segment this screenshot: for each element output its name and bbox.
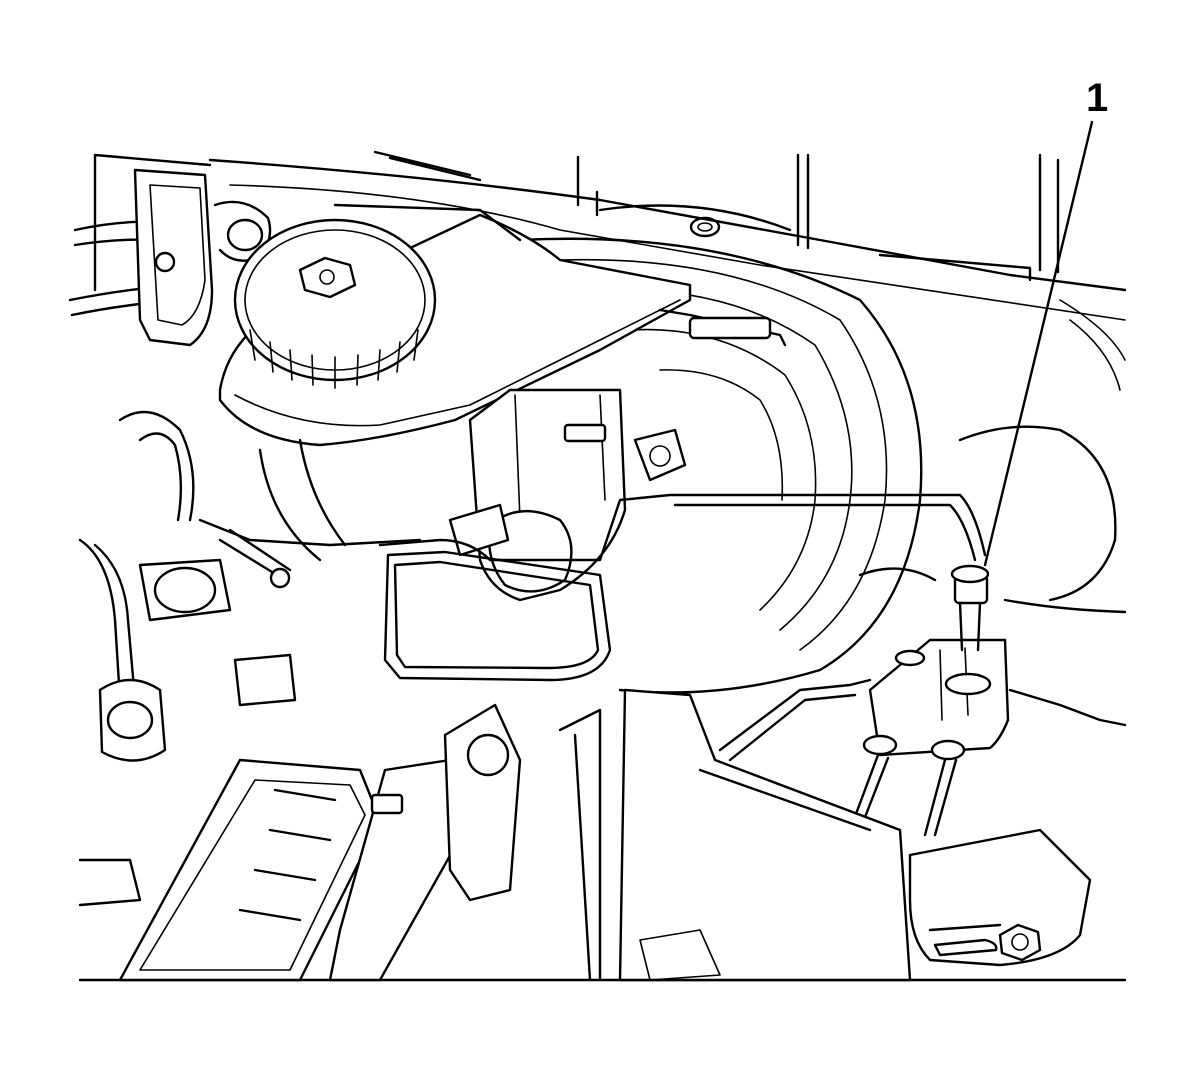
reservoir-hoses — [118, 410, 347, 562]
firewall-panels — [208, 150, 1127, 391]
callout-label-1: 1 — [1086, 76, 1109, 120]
center-panels — [443, 688, 912, 982]
left-wiring — [68, 168, 272, 347]
brake-booster — [518, 237, 923, 694]
callout-leader-1 — [983, 120, 1094, 567]
valve-block — [848, 564, 1010, 837]
engine-mount — [908, 425, 1127, 967]
fluid-reservoir — [218, 203, 787, 447]
master-cylinder — [448, 388, 687, 602]
left-lower-components — [78, 518, 422, 907]
brake-lines — [378, 493, 987, 762]
battery-tray — [118, 758, 472, 982]
